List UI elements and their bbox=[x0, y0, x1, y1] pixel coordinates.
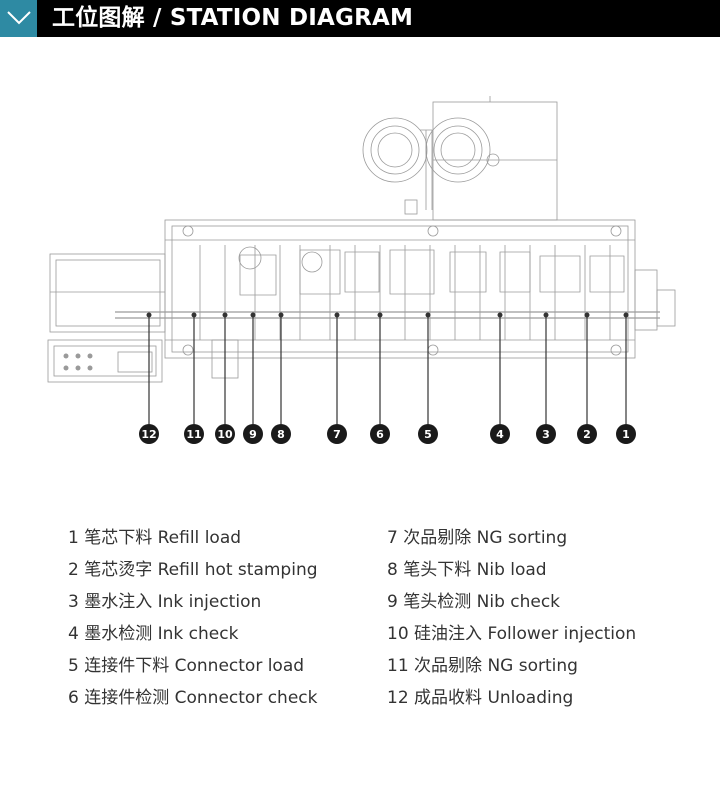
station-legend-left: 1 笔芯下料 Refill load 2 笔芯烫字 Refill hot sta… bbox=[68, 522, 318, 714]
legend-item: 7 次品剔除 NG sorting bbox=[387, 528, 568, 548]
svg-text:8: 8 bbox=[277, 428, 285, 441]
station-marker-3: 3 bbox=[536, 424, 556, 444]
station-marker-8: 8 bbox=[271, 424, 291, 444]
legend-item: 8 笔头下料 Nib load bbox=[387, 560, 547, 580]
svg-text:2: 2 bbox=[583, 428, 591, 441]
station-marker-7: 7 bbox=[327, 424, 347, 444]
station-legend-right: 7 次品剔除 NG sorting 8 笔头下料 Nib load 9 笔头检测… bbox=[387, 522, 636, 714]
station-marker-9: 9 bbox=[243, 424, 263, 444]
svg-text:1: 1 bbox=[622, 428, 630, 441]
legend-item: 2 笔芯烫字 Refill hot stamping bbox=[68, 560, 318, 580]
svg-text:3: 3 bbox=[542, 428, 550, 441]
svg-text:10: 10 bbox=[217, 428, 233, 441]
svg-text:9: 9 bbox=[249, 428, 257, 441]
legend-item: 6 连接件检测 Connector check bbox=[68, 688, 318, 708]
legend-item: 5 连接件下料 Connector load bbox=[68, 656, 305, 676]
station-marker-1: 1 bbox=[616, 424, 636, 444]
legend-item: 12 成品收料 Unloading bbox=[387, 688, 574, 708]
machine-station-diagram: 12 11 10 9 8 7 6 5 4 3 2 1 bbox=[47, 96, 676, 444]
station-marker-4: 4 bbox=[490, 424, 510, 444]
station-marker-11: 11 bbox=[184, 424, 204, 444]
legend-item: 10 硅油注入 Follower injection bbox=[387, 624, 637, 644]
svg-text:5: 5 bbox=[424, 428, 432, 441]
station-marker-2: 2 bbox=[577, 424, 597, 444]
header-bar: 工位图解 / STATION DIAGRAM bbox=[0, 0, 720, 37]
station-marker-6: 6 bbox=[370, 424, 390, 444]
station-marker-12: 12 bbox=[139, 424, 159, 444]
svg-text:6: 6 bbox=[376, 428, 384, 441]
svg-text:12: 12 bbox=[141, 428, 156, 441]
legend-item: 11 次品剔除 NG sorting bbox=[387, 656, 578, 676]
page-title: 工位图解 / STATION DIAGRAM bbox=[52, 5, 414, 31]
legend-item: 4 墨水检测 Ink check bbox=[68, 624, 239, 644]
legend-item: 3 墨水注入 Ink injection bbox=[68, 592, 262, 612]
chevron-down-icon bbox=[7, 11, 31, 25]
svg-text:7: 7 bbox=[333, 428, 341, 441]
svg-text:11: 11 bbox=[186, 428, 201, 441]
svg-text:4: 4 bbox=[496, 428, 504, 441]
header-toggle-button[interactable] bbox=[0, 0, 37, 37]
station-marker-10: 10 bbox=[215, 424, 235, 444]
station-marker-5: 5 bbox=[418, 424, 438, 444]
legend-item: 1 笔芯下料 Refill load bbox=[68, 528, 242, 548]
legend-item: 9 笔头检测 Nib check bbox=[387, 592, 561, 612]
